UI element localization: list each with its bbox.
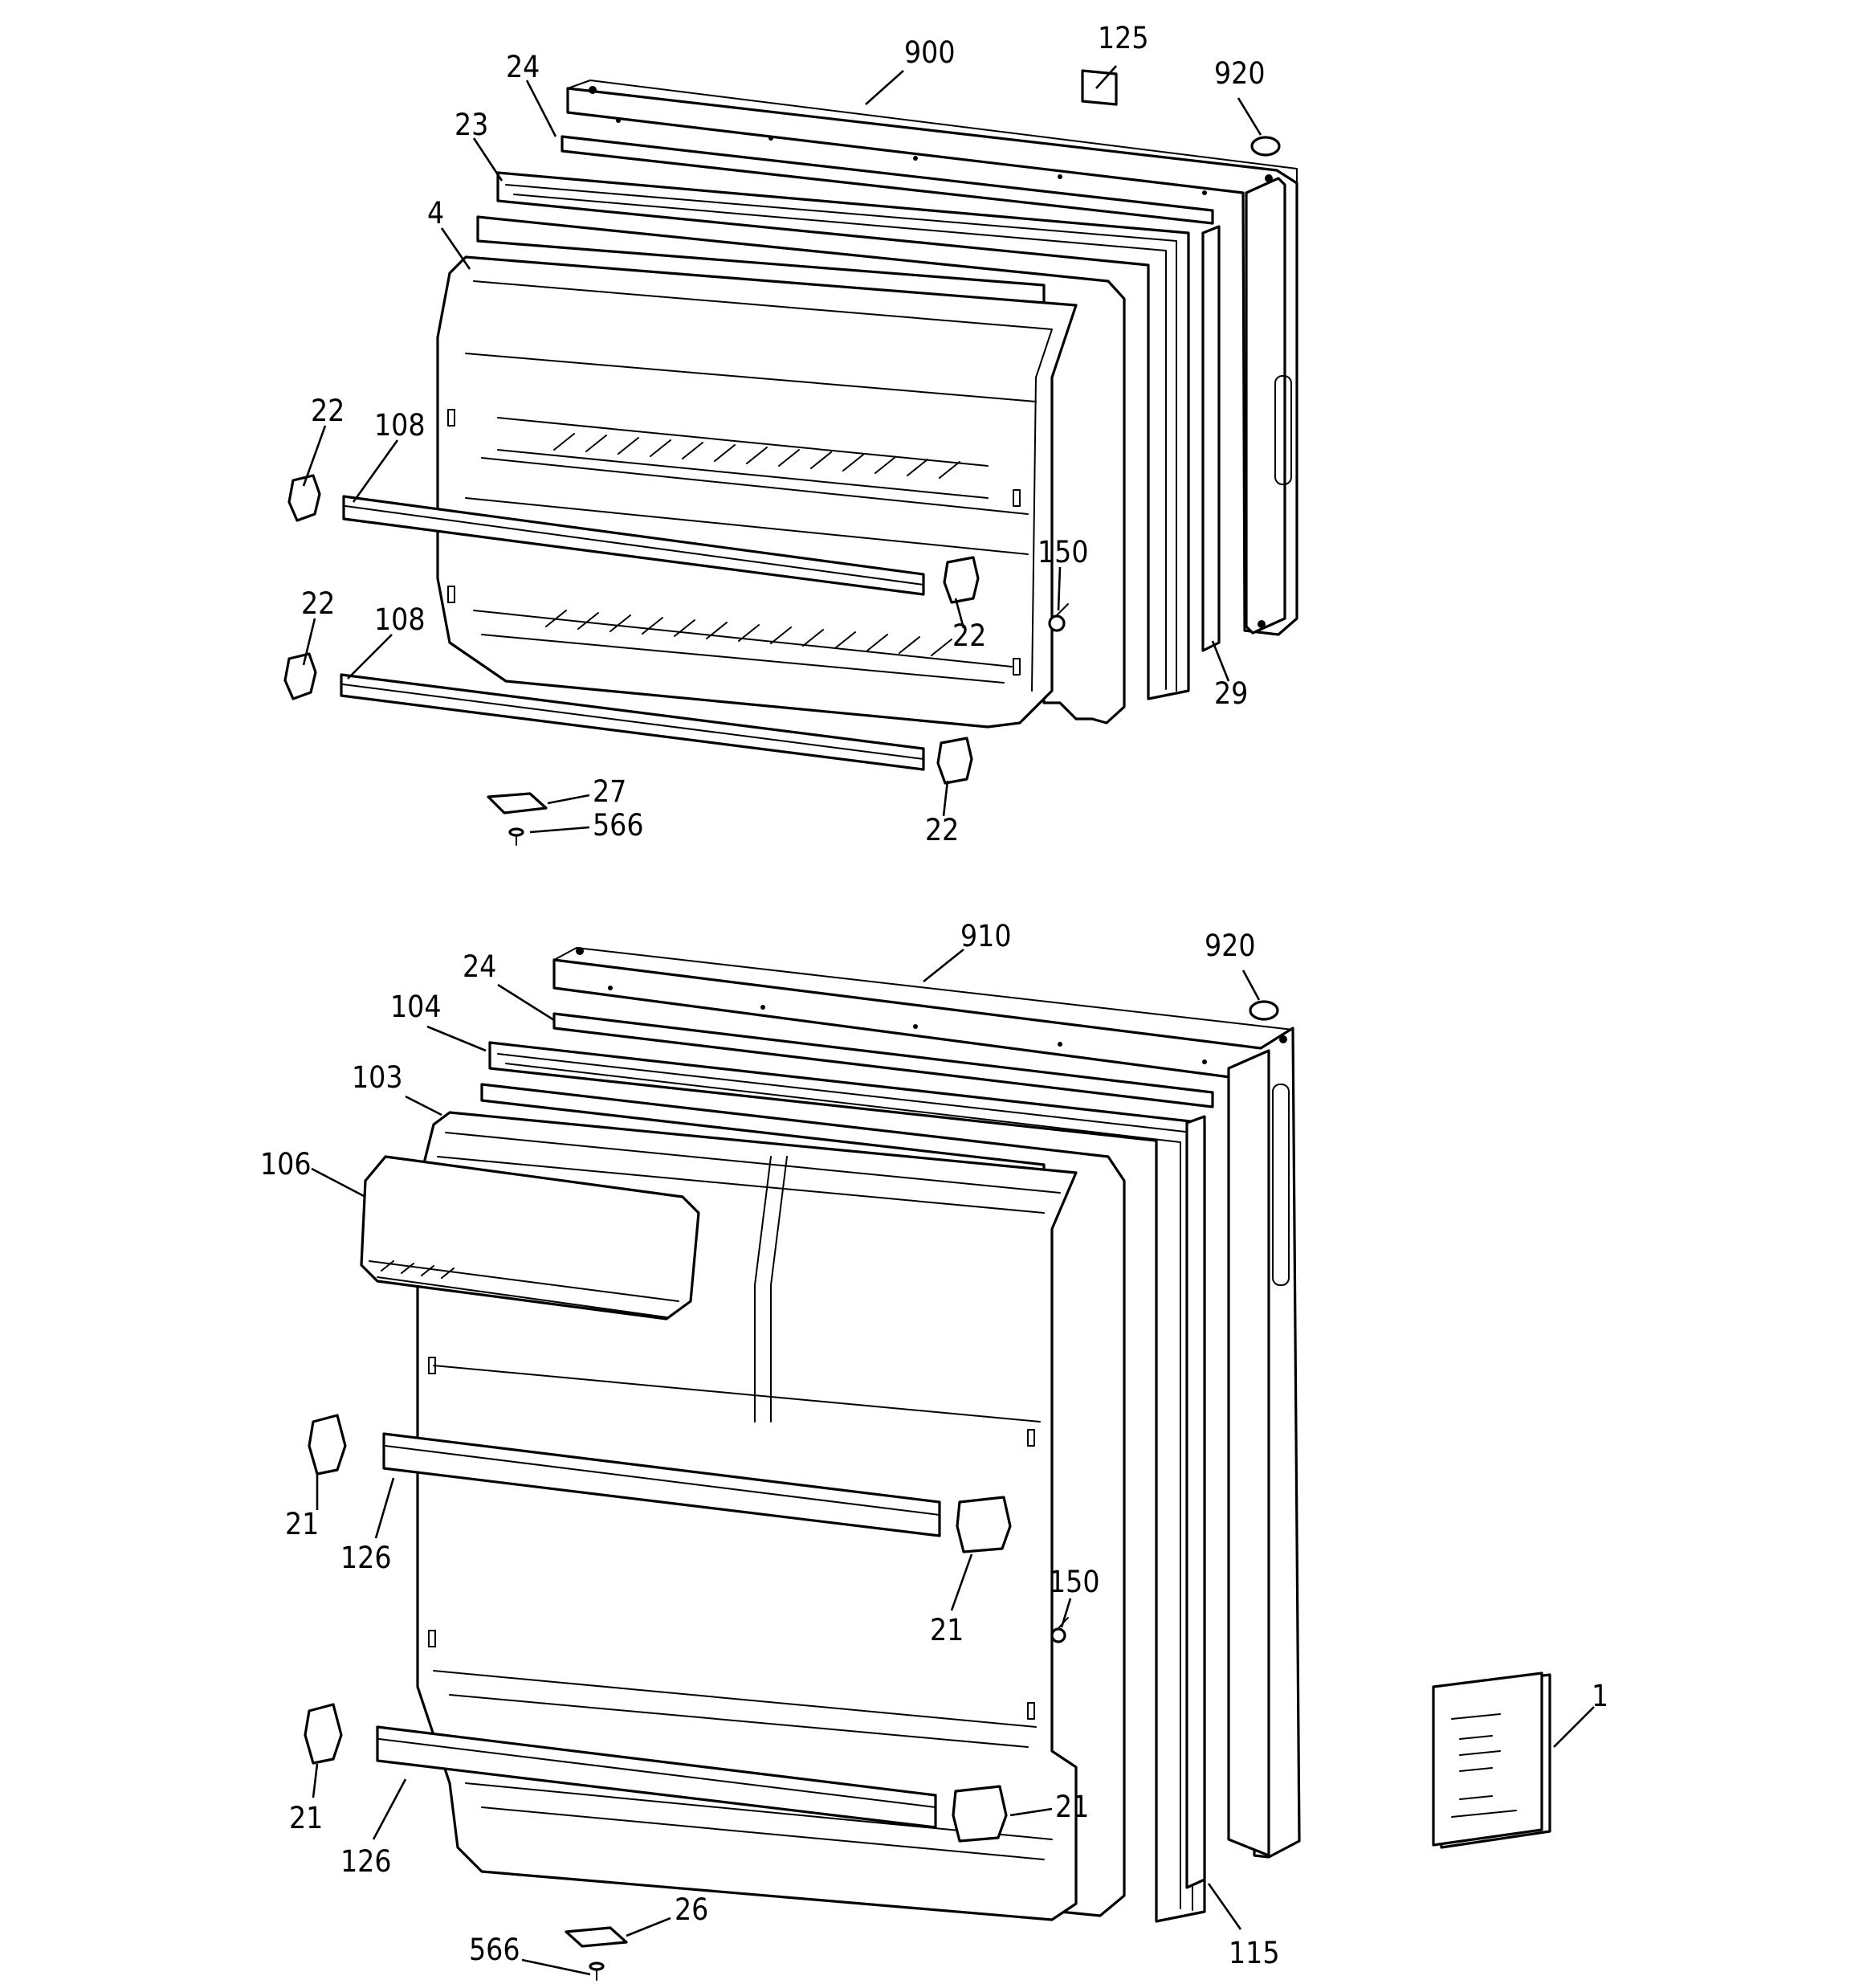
hinge-plug-icon [1250,136,1281,157]
callout-106: 106 [260,1147,312,1182]
callout-126: 126 [340,1541,392,1575]
callout-108: 108 [374,602,426,637]
screw-icon [589,1961,605,1981]
callout-125: 125 [1098,21,1149,55]
shelf-end-cap-icon [936,737,973,785]
callout-21: 21 [1055,1790,1089,1824]
callout-21: 21 [930,1613,964,1647]
fresh-food-door-outer-panel [552,947,1301,1859]
callout-150: 150 [1049,1565,1100,1599]
callout-910: 910 [960,919,1012,953]
callout-4: 4 [427,196,444,231]
callout-27: 27 [593,774,626,809]
hinge-plate-icon [565,1926,628,1948]
screw-icon [508,827,524,846]
callout-1: 1 [1592,1679,1608,1713]
callout-21: 21 [289,1801,323,1835]
dairy-compartment [360,1155,700,1321]
freezer-shelf-bar-upper [342,495,925,596]
callout-22: 22 [925,813,959,847]
fresh-food-shelf-bar-upper [382,1432,941,1537]
hinge-plug-icon [1249,1000,1279,1021]
callout-150: 150 [1037,535,1089,569]
callout-23: 23 [455,108,488,142]
callout-labels: 900 125 920 24 23 4 22 108 150 22 22 108… [260,21,1608,1970]
shelf-end-cap-icon [304,1703,343,1765]
callout-21: 21 [285,1507,319,1541]
freezer-door-gasket [496,171,1190,700]
callout-29: 29 [1214,676,1248,711]
hinge-plate-icon [487,792,548,814]
freezer-side-gasket [1201,225,1221,652]
callout-920: 920 [1214,56,1266,91]
callout-566: 566 [469,1933,520,1967]
fresh-food-shelf-bar-lower [376,1725,937,1829]
callout-108: 108 [374,408,426,443]
freezer-shelf-bar-lower [340,673,925,771]
callout-26: 26 [675,1892,708,1927]
fresh-food-top-strip [552,1012,1214,1108]
door-stop-icon [1048,603,1069,632]
trim-square-icon [1081,69,1118,106]
callout-115: 115 [1229,1936,1280,1970]
shelf-end-cap-icon [956,1496,1012,1553]
callout-22: 22 [311,394,344,428]
freezer-door-liner [436,215,1126,729]
callout-24: 24 [506,50,540,84]
callout-24: 24 [463,949,496,984]
callout-900: 900 [904,35,956,70]
callout-103: 103 [352,1060,403,1095]
callout-126: 126 [340,1844,392,1879]
fresh-food-door-assembly [304,947,1551,1981]
callout-566: 566 [593,808,644,843]
shelf-end-cap-icon [943,556,980,604]
shelf-end-cap-icon [952,1785,1008,1843]
freezer-door-assembly [283,69,1298,846]
freezer-top-strip [561,135,1214,225]
shelf-end-cap-icon [308,1414,347,1476]
shelf-end-cap-icon [283,652,317,700]
callout-920: 920 [1205,929,1256,963]
fresh-food-door-liner [416,1083,1126,1921]
callout-104: 104 [390,990,442,1024]
owners-manual-icon [1432,1672,1551,1849]
callout-leaders [302,65,1595,1976]
callout-22: 22 [952,618,986,653]
fresh-food-side-gasket [1185,1115,1206,1889]
freezer-door-outer-panel [566,80,1298,636]
callout-22: 22 [301,586,335,621]
shelf-end-cap-icon [287,474,321,522]
